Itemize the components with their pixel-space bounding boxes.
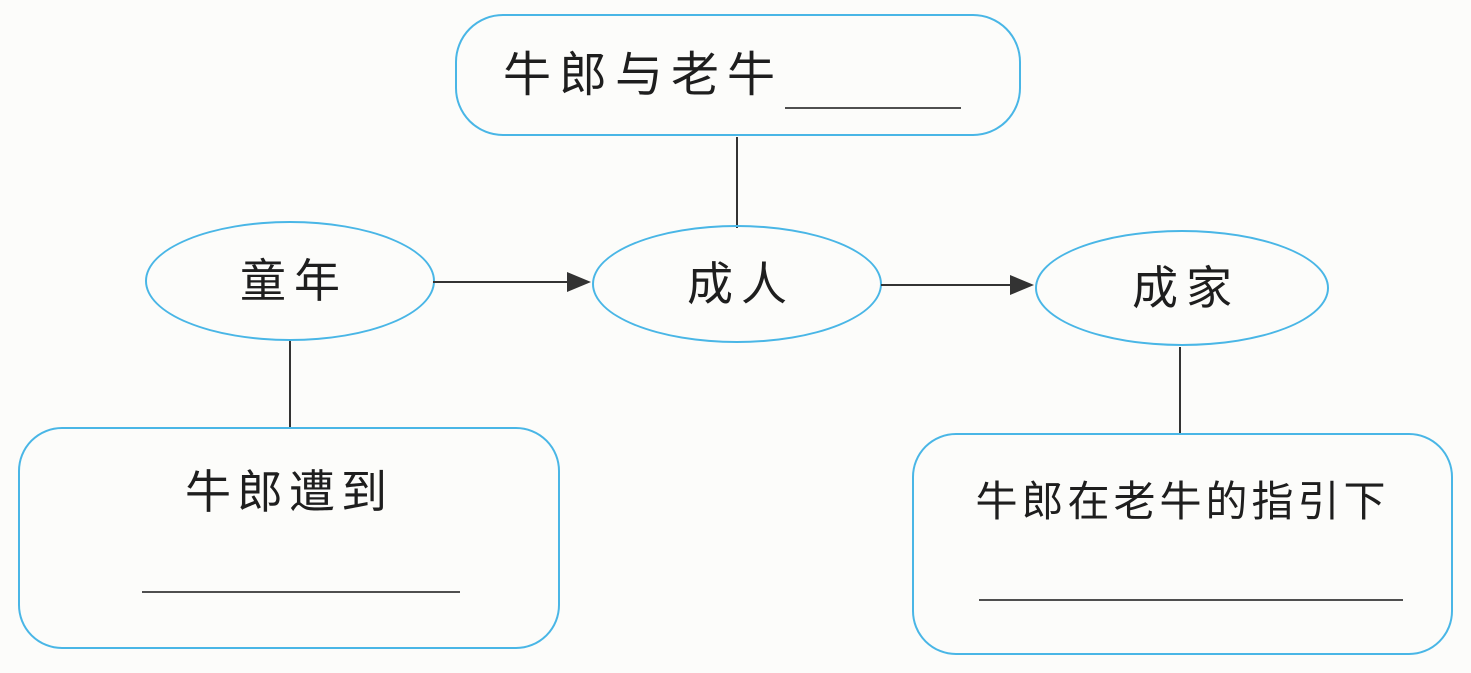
arrow-head-icon <box>1010 275 1034 295</box>
arrow-shaft <box>433 281 573 283</box>
bottom-left-blank-line <box>142 553 460 593</box>
bottom-right-blank-line <box>979 561 1403 601</box>
bottom-left-node-label: 牛郎遭到 <box>185 465 393 519</box>
arrow-shaft <box>881 284 1016 286</box>
node-top-niulang-and-ox: 牛郎与老牛 <box>455 14 1021 136</box>
arrow-childhood-to-adulthood <box>433 272 591 292</box>
ellipse-family-label: 成家 <box>1132 261 1240 315</box>
top-node-blank-line <box>785 69 962 109</box>
ellipse-childhood-label: 童年 <box>240 254 348 308</box>
node-bottom-left-niulang-suffered: 牛郎遭到 <box>18 427 560 649</box>
node-bottom-right-ox-guidance: 牛郎在老牛的指引下 <box>912 433 1453 655</box>
node-ellipse-adulthood: 成人 <box>592 225 882 343</box>
node-ellipse-childhood: 童年 <box>145 221 435 341</box>
ellipse-adulthood-label: 成人 <box>687 257 795 311</box>
connector-childhood-to-detail <box>289 341 291 427</box>
connector-family-to-detail <box>1179 347 1181 433</box>
arrow-head-icon <box>567 272 591 292</box>
bottom-right-node-label: 牛郎在老牛的指引下 <box>975 477 1390 526</box>
arrow-adulthood-to-family <box>881 275 1034 295</box>
top-node-label: 牛郎与老牛 <box>503 47 784 103</box>
connector-top-to-adulthood <box>736 137 738 228</box>
node-ellipse-family: 成家 <box>1035 230 1329 346</box>
